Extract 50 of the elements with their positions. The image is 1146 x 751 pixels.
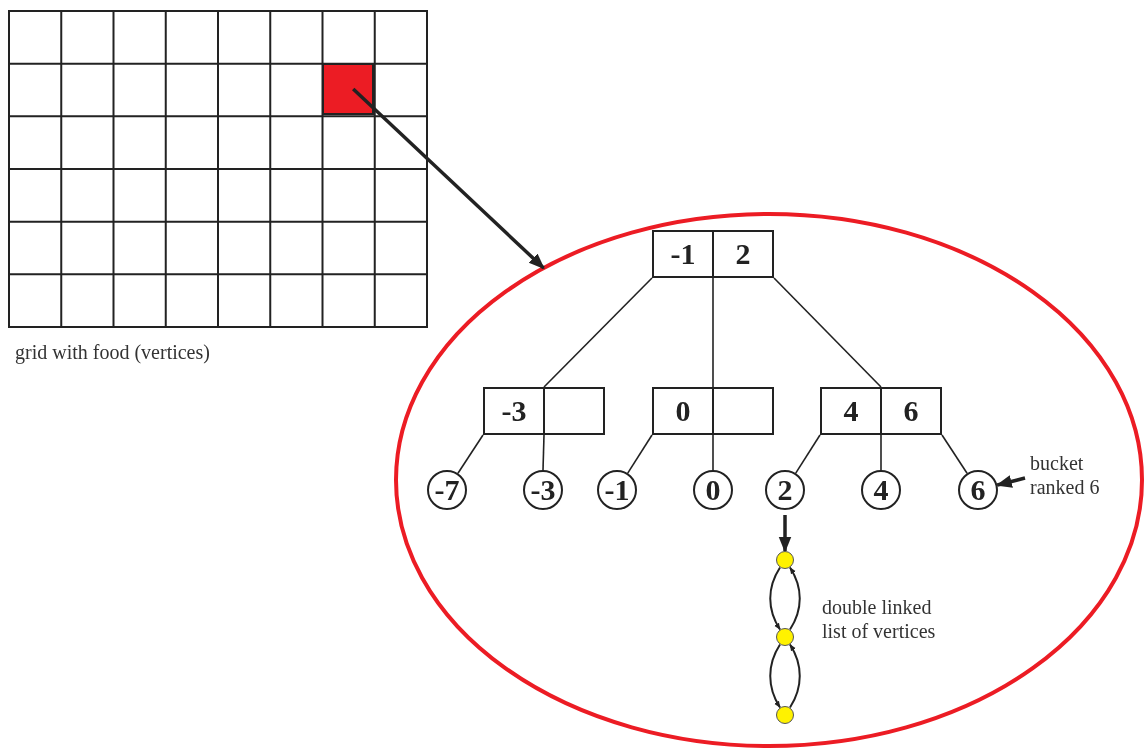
zoom-ellipse bbox=[393, 211, 1145, 749]
arrow bbox=[789, 566, 801, 631]
grid-drawing bbox=[8, 10, 428, 328]
tree-link bbox=[880, 434, 882, 471]
list-vertex-dot bbox=[776, 551, 794, 569]
tree-link bbox=[941, 434, 968, 475]
bucket-rank: 0 bbox=[705, 475, 721, 505]
list-vertex-dot bbox=[776, 706, 794, 724]
bucket-rank: -7 bbox=[434, 475, 460, 505]
bucket-rank: 6 bbox=[970, 475, 986, 505]
bucket-circle bbox=[597, 470, 637, 510]
bucket-rank: -1 bbox=[604, 475, 630, 505]
tree-link bbox=[773, 277, 882, 388]
annotation-text: double linked list of vertices bbox=[822, 595, 937, 643]
arrow bbox=[789, 643, 801, 709]
arrow bbox=[769, 643, 781, 709]
annotation-text: bucket ranked 6 bbox=[1030, 451, 1101, 499]
key-value: 2 bbox=[735, 239, 751, 269]
tree-node-box bbox=[820, 387, 942, 435]
tree-link bbox=[542, 434, 545, 471]
key-value: 0 bbox=[675, 396, 691, 426]
arrow bbox=[352, 87, 545, 270]
tree-link bbox=[457, 434, 484, 475]
tree-node-box bbox=[652, 230, 774, 278]
bucket-circle bbox=[523, 470, 563, 510]
bucket-rank: 2 bbox=[777, 475, 793, 505]
tree-link bbox=[626, 434, 653, 474]
tree-node-box bbox=[652, 387, 774, 435]
bucket-rank: 4 bbox=[873, 475, 889, 505]
leader-arrow bbox=[995, 475, 1026, 488]
key-value: 6 bbox=[903, 396, 919, 426]
caption-text: grid with food (vertices) bbox=[15, 340, 210, 364]
key-value: -1 bbox=[670, 239, 696, 269]
bucket-rank: -3 bbox=[530, 475, 556, 505]
bucket-circle bbox=[693, 470, 733, 510]
bucket-circle bbox=[861, 470, 901, 510]
key-value: 4 bbox=[843, 396, 859, 426]
key-value: -3 bbox=[501, 396, 527, 426]
tree-link bbox=[794, 434, 821, 474]
tree-link bbox=[543, 277, 653, 388]
bucket-circle bbox=[427, 470, 467, 510]
arrow bbox=[778, 515, 792, 553]
bucket-circle bbox=[765, 470, 805, 510]
arrow bbox=[769, 566, 781, 631]
highlighted-cell bbox=[322, 63, 374, 115]
list-vertex-dot bbox=[776, 628, 794, 646]
tree-node-box bbox=[483, 387, 605, 435]
bucket-circle bbox=[958, 470, 998, 510]
tree-link bbox=[712, 434, 714, 471]
tree-link bbox=[712, 277, 714, 388]
